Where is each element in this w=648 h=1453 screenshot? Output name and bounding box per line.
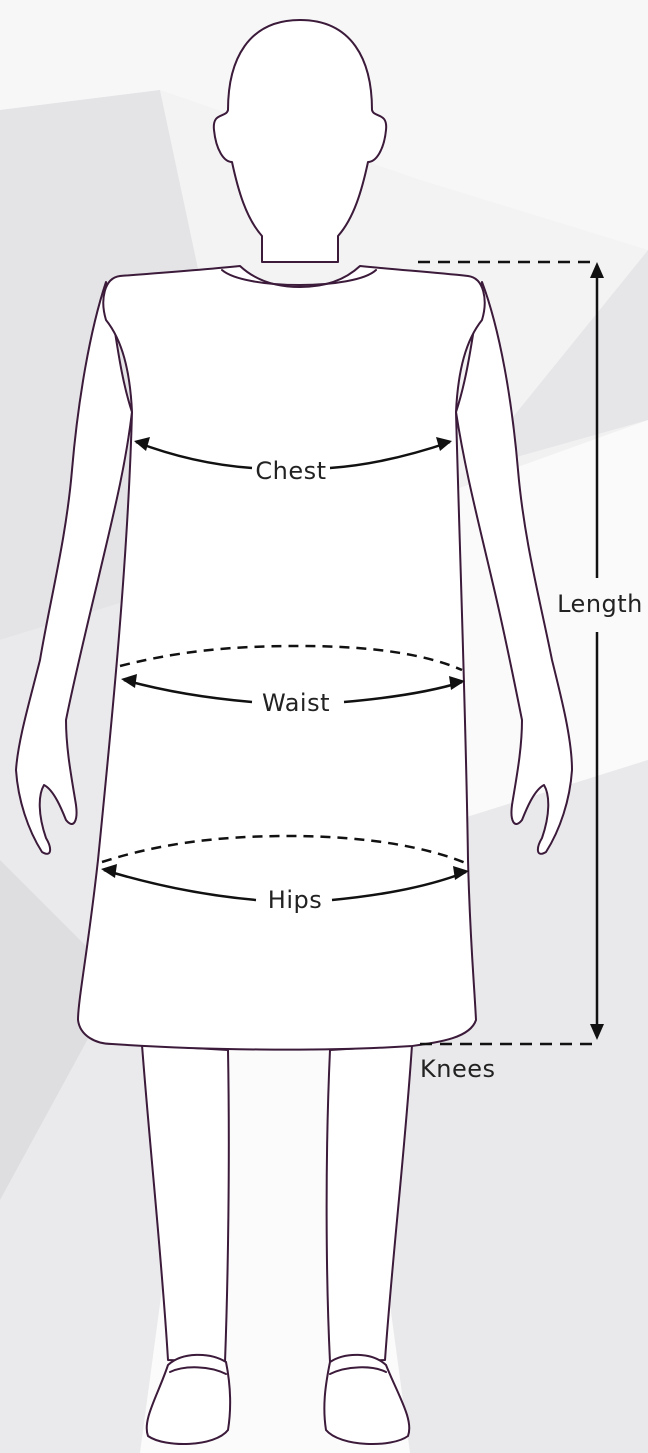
hips-label: Hips	[268, 886, 322, 914]
waist-label: Waist	[262, 689, 330, 717]
dress	[78, 266, 485, 1050]
length-label: Length	[557, 590, 643, 618]
chest-label: Chest	[255, 457, 326, 485]
knees-label: Knees	[420, 1055, 495, 1083]
